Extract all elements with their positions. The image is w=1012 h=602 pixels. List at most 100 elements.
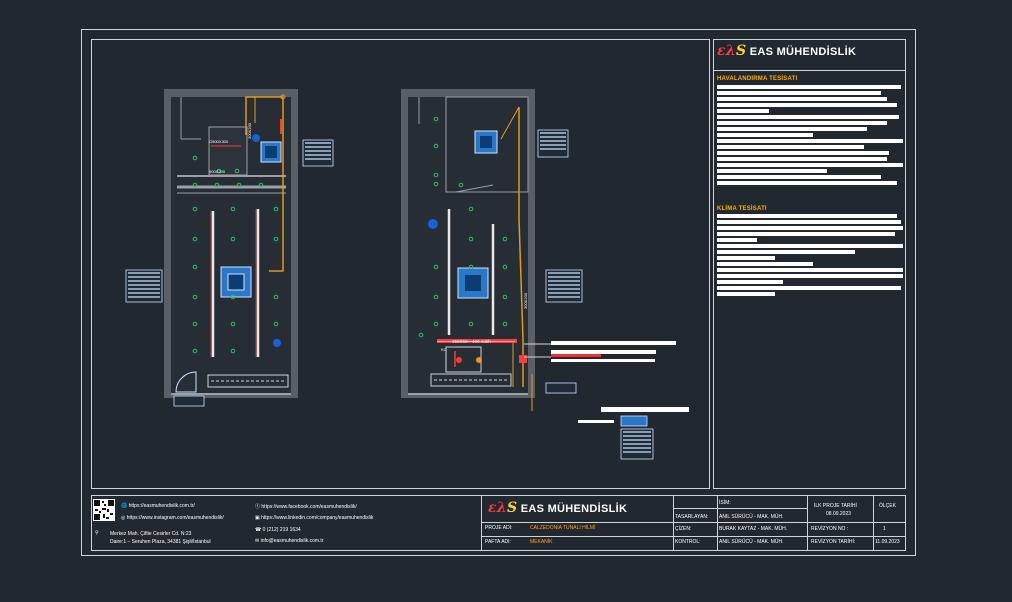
title-logo-mark-s: S: [506, 500, 518, 516]
diffuser-marker: [273, 294, 279, 300]
title-block-hline-3: [673, 508, 807, 509]
note-line: [717, 274, 903, 278]
note-line: [717, 214, 897, 218]
diffuser-marker: [433, 143, 439, 149]
diffuser-marker: [273, 321, 279, 327]
diffuser-marker: [192, 294, 198, 300]
diffuser-marker: [258, 182, 264, 188]
diffuser-marker: [230, 206, 236, 212]
title-block-logo: ελS EAS MÜHENDİSLİK: [488, 500, 627, 516]
note-line: [717, 286, 901, 290]
label-ornek1: G500X300: [209, 139, 229, 144]
diffuser-marker: [192, 321, 198, 327]
title-block-hline-1: [481, 522, 673, 523]
first-date-label: İLK PROJE TARİHİ: [814, 503, 857, 509]
globe-icon: 🌐: [121, 503, 128, 509]
check-label: KONTROL:: [675, 539, 701, 545]
left-floor-plan: [164, 89, 298, 398]
note-line: [717, 292, 775, 296]
linkedin-icon: ▣: [255, 515, 260, 521]
logo-company-name: EAS MÜHENDİSLİK: [749, 46, 857, 58]
note-line: [717, 220, 901, 224]
note-line: [717, 97, 887, 101]
label-kc: KC: [441, 347, 447, 352]
title-block: [91, 495, 906, 551]
diffuser-marker: [216, 168, 222, 174]
diffuser-marker: [458, 182, 464, 188]
label-ornek2: 900X200: [209, 169, 226, 174]
website-text: https://easmuhendislik.com.tr/: [128, 503, 195, 509]
footer-instagram[interactable]: ◎ https://www.instagram.com/easmuhendisl…: [121, 515, 224, 521]
phone-text: 0 (212) 219 1634: [262, 527, 301, 533]
note-line: [717, 139, 903, 143]
diffuser-marker: [418, 332, 424, 338]
diffuser-marker: [192, 236, 198, 242]
drawing-sheet: [81, 29, 916, 556]
diffuser-marker: [230, 321, 236, 327]
note-line: [717, 127, 867, 131]
diffuser-marker: [502, 264, 508, 270]
title-block-divider-2: [673, 495, 674, 551]
section-title-air-conditioning: KLİMA TESİSATI: [717, 206, 767, 212]
right-floor-plan: [401, 89, 551, 411]
diffuser-marker: [192, 182, 198, 188]
note-line: [717, 157, 887, 161]
first-date-value: 08.09.2023: [826, 511, 852, 517]
note-line: [717, 145, 864, 149]
note-line: [717, 115, 899, 119]
footer-address: ⚲: [95, 530, 99, 536]
footer-linkedin[interactable]: ▣ https://www.linkedin.com/company/easmu…: [255, 515, 373, 521]
sheet-label: PAFTA ADI:: [485, 539, 511, 545]
note-line: [717, 163, 903, 167]
project-label: PROJE ADI:: [485, 525, 513, 531]
note-line: [717, 181, 897, 185]
diffuser-marker: [433, 172, 439, 178]
name-header: İSİM:: [719, 500, 731, 506]
diffuser-marker: [230, 348, 236, 354]
address-line-1: Merkez Mah. Çiftie Cesirler Cd. N:23: [110, 531, 192, 537]
note-line: [717, 232, 895, 236]
diffuser-marker: [468, 321, 474, 327]
diffuser-marker: [433, 294, 439, 300]
facebook-text: https://www.facebook.com/easmuhendislik/: [261, 504, 357, 510]
diffuser-marker: [192, 264, 198, 270]
note-line: [717, 280, 783, 284]
facebook-icon: ⓕ: [255, 504, 261, 510]
note-line: [717, 91, 881, 95]
ventilation-notes: [717, 85, 903, 187]
note-line: [717, 103, 897, 107]
note-line: [717, 121, 887, 125]
title-block-divider-3: [717, 495, 718, 551]
linkedin-text: https://www.linkedin.com/company/easmuhe…: [261, 515, 374, 521]
check-value: ANIL SÜRÜCÜ - MAK. MÜH.: [719, 539, 784, 545]
diffuser-marker: [468, 206, 474, 212]
designer-label: TASARLAYAN:: [675, 514, 709, 520]
footer-phone[interactable]: ☎ 0 (212) 219 1634: [255, 527, 301, 533]
diffuser-marker: [433, 116, 439, 122]
section-title-ventilation: HAVALANDIRMA TESİSATI: [717, 76, 798, 82]
footer-facebook[interactable]: ⓕ https://www.facebook.com/easmuhendisli…: [255, 503, 357, 510]
mail-icon: ✉: [255, 538, 260, 544]
email-text: info@easmuhendislik.com.tr: [260, 538, 324, 544]
revision-no-label: REVİZYON NO :: [811, 526, 849, 532]
logo-mark-s: S: [735, 43, 747, 59]
revision-no-value: 1: [883, 526, 886, 532]
title-block-hline-4: [673, 522, 906, 523]
note-line: [717, 250, 855, 254]
title-logo-mark: ελ: [488, 500, 507, 516]
footer-email[interactable]: ✉ info@easmuhendislik.com.tr: [255, 538, 323, 544]
revision-date-label: REVİZYON TARİHİ:: [811, 539, 856, 545]
location-pin-icon: ⚲: [95, 530, 99, 536]
side-panel-logo: ελS EAS MÜHENDİSLİK: [717, 43, 856, 59]
note-line: [717, 256, 775, 260]
revision-date-value: 11.09.2023: [875, 539, 900, 545]
diffuser-marker: [273, 206, 279, 212]
diffuser-marker: [433, 264, 439, 270]
footer-website[interactable]: 🌐 https://easmuhendislik.com.tr/: [121, 503, 195, 509]
diffuser-marker: [273, 236, 279, 242]
diffuser-marker: [502, 236, 508, 242]
diffuser-marker: [236, 182, 242, 188]
diffuser-marker: [192, 155, 198, 161]
note-line: [717, 85, 901, 89]
instagram-text: https://www.instagram.com/easmuhendislik…: [126, 515, 224, 521]
